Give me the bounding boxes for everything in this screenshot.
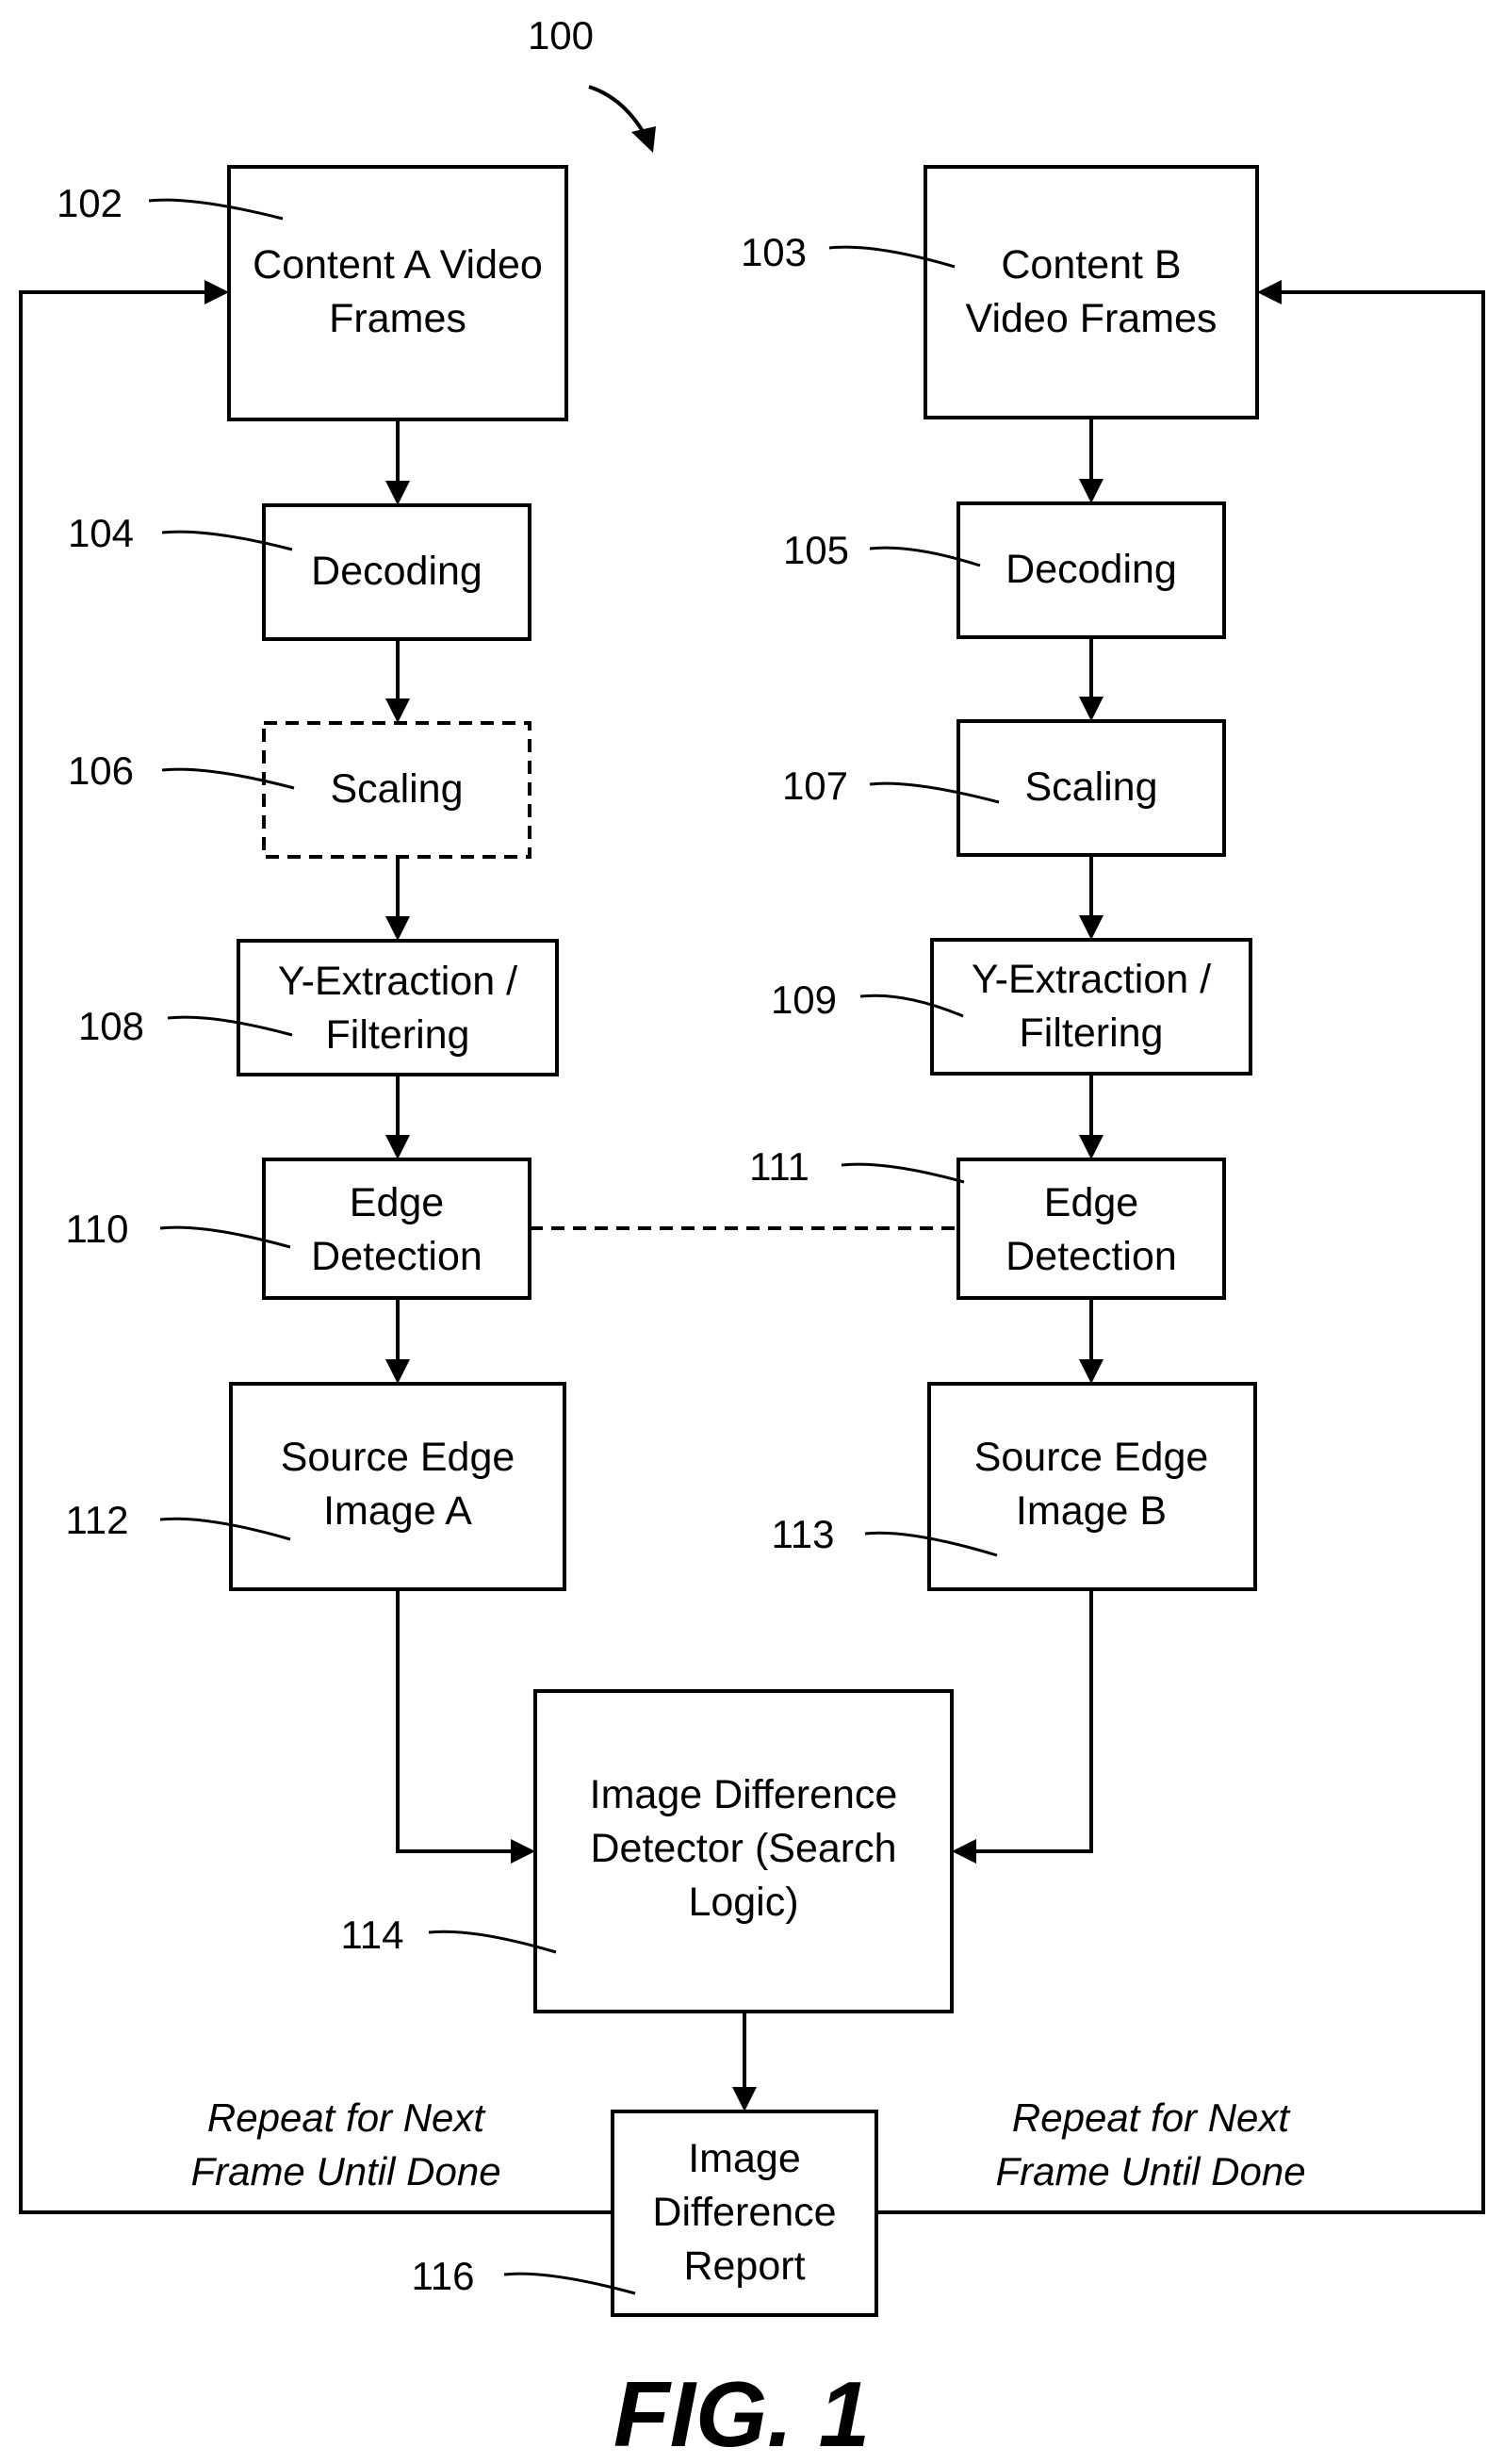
ref-104: 104	[68, 511, 134, 555]
content-a-line-2: Frames	[329, 296, 466, 341]
ref-108: 108	[78, 1004, 144, 1048]
y-extraction-b-line-1: Y-Extraction /	[972, 957, 1211, 1002]
report-line-2: Difference	[652, 2190, 836, 2235]
ref-111: 111	[749, 1144, 809, 1189]
left-loop-note-line-1: Repeat for Next	[207, 2095, 486, 2140]
scaling-a-label: Scaling	[330, 766, 463, 812]
decoding-a-label: Decoding	[311, 549, 482, 594]
detector-line-1: Image Difference	[590, 1772, 898, 1817]
ref-112: 112	[66, 1498, 129, 1542]
edge-detection-a-line-2: Detection	[311, 1234, 482, 1279]
ref-102: 102	[57, 181, 123, 225]
source-b-to-detector-arrowhead	[952, 1839, 976, 1864]
source-b-to-detector-arrow	[973, 1589, 1091, 1851]
right-loop-note-line-2: Frame Until Done	[995, 2149, 1305, 2193]
report-line-3: Report	[683, 2243, 805, 2289]
source-edge-b-line-2: Image B	[1016, 1488, 1167, 1534]
ref-116: 116	[412, 2254, 475, 2298]
source-a-to-detector-arrowhead	[511, 1839, 535, 1864]
ref-110: 110	[66, 1207, 129, 1251]
content-b-line-1: Content B	[1001, 242, 1181, 287]
right-feedback-arrowhead	[1257, 280, 1282, 304]
detector-line-2: Detector (Search	[590, 1826, 896, 1871]
source-a-to-detector-arrow	[398, 1589, 515, 1851]
report-line-1: Image	[688, 2136, 801, 2181]
content-a-video-frames-box	[229, 167, 566, 419]
y-extraction-a-line-2: Filtering	[326, 1012, 470, 1058]
detector-to-report-arrowhead	[732, 2087, 757, 2111]
ref-113: 113	[772, 1512, 835, 1556]
figure-caption: FIG. 1	[613, 2362, 870, 2459]
edge-detection-b-line-1: Edge	[1044, 1180, 1138, 1225]
scaling-b-label: Scaling	[1024, 764, 1157, 810]
content-b-video-frames-box	[925, 167, 1257, 418]
edge-detection-b-line-2: Detection	[1005, 1234, 1177, 1279]
y-extraction-a-line-1: Y-Extraction /	[278, 959, 517, 1004]
ref-114: 114	[341, 1913, 404, 1957]
content-b-line-2: Video Frames	[966, 296, 1218, 341]
y-extraction-b-line-2: Filtering	[1020, 1010, 1164, 1056]
leader-111	[842, 1164, 964, 1182]
source-edge-image-b-box	[929, 1384, 1255, 1589]
figure-number: 100	[528, 13, 594, 57]
source-edge-b-line-1: Source Edge	[974, 1435, 1209, 1480]
ref-105: 105	[783, 528, 849, 572]
source-edge-image-a-box	[231, 1384, 564, 1589]
left-feedback-arrowhead	[204, 280, 229, 304]
ref-107: 107	[782, 764, 848, 808]
ref-103: 103	[741, 230, 807, 274]
ref-109: 109	[771, 977, 837, 1022]
source-edge-a-line-1: Source Edge	[281, 1435, 515, 1480]
left-loop-note-line-2: Frame Until Done	[190, 2149, 500, 2193]
source-edge-a-line-2: Image A	[323, 1488, 472, 1534]
content-a-line-1: Content A Video	[253, 242, 543, 287]
edge-detection-a-line-1: Edge	[350, 1180, 444, 1225]
detector-line-3: Logic)	[688, 1880, 798, 1925]
figure-number-arrowhead	[631, 126, 656, 153]
ref-106: 106	[68, 748, 134, 793]
decoding-b-label: Decoding	[1005, 547, 1177, 592]
right-loop-note-line-1: Repeat for Next	[1012, 2095, 1291, 2140]
